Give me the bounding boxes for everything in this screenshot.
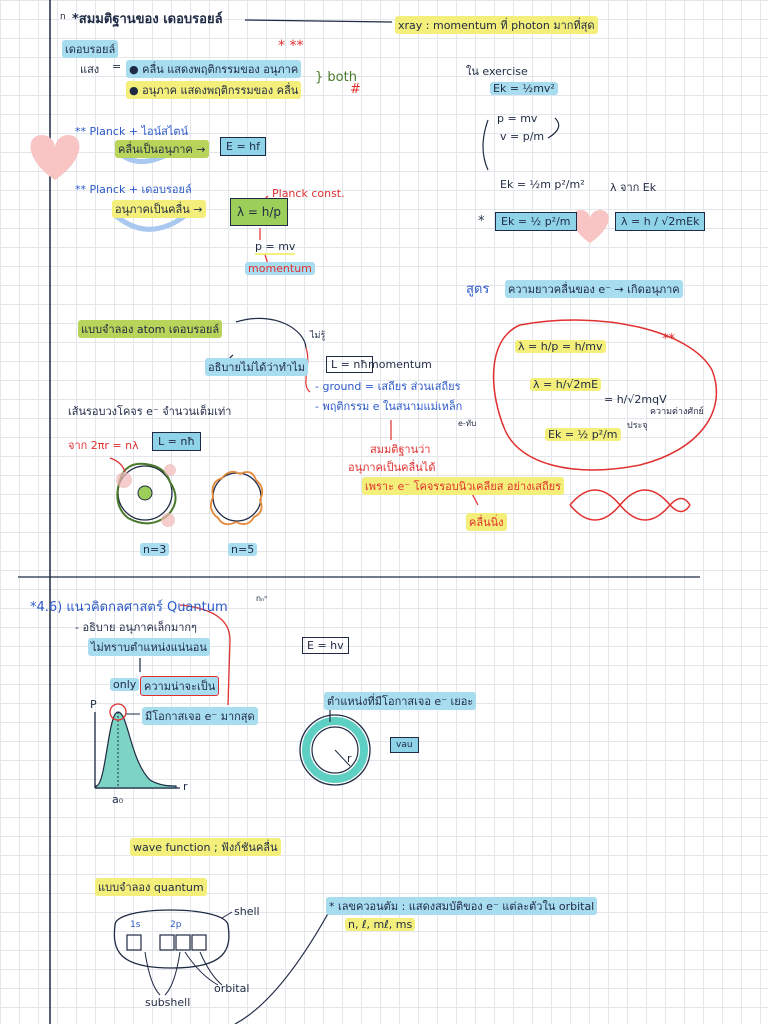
e-tub-note: e-ทับ	[458, 419, 477, 428]
subshell-2p-label: 2p	[170, 920, 182, 930]
conclusion-2: อนุภาคเป็นคลื่นได้	[348, 461, 436, 474]
n3-label: n=3	[140, 543, 170, 556]
momentum-label: momentum	[245, 262, 315, 275]
both-label: } both	[315, 70, 357, 85]
subshell-1s-label: 1s	[130, 920, 141, 930]
atom-explain: อธิบายไม่ได้ว่าทำไม	[205, 358, 308, 376]
ek-derive: Ek = ½m p²/m²	[500, 178, 585, 191]
orbit-diagram-n3	[116, 462, 177, 527]
derive-arrow	[482, 119, 489, 171]
p-mv-label: p = mv	[255, 240, 296, 255]
blob-stars: **	[662, 332, 675, 347]
particle-as-wave: อนุภาคเป็นคลื่น →	[112, 200, 206, 218]
section2-tiny: nₙⁿ	[256, 594, 268, 603]
tar-n: จาก 2πr = nλ	[68, 439, 139, 452]
atom-model-title: แบบจำลอง atom เดอบรอยล์	[78, 320, 223, 338]
blob-potential-label: ความต่างศักย์	[650, 407, 704, 417]
shell-label: shell	[234, 905, 260, 918]
atom-note-top: ไม่รู้	[310, 331, 326, 341]
ek-result-box: Ek = ½ p²/m	[495, 212, 577, 231]
quantum-model-diagram	[113, 909, 233, 996]
quantum-explain-1: - อธิบาย อนุภาคเล็กมากๆ	[75, 621, 197, 634]
heart-icon	[30, 135, 80, 180]
page-title: *สมมติฐานของ เดอบรอยล์	[72, 12, 223, 27]
ek-formula: Ek = ½mv²	[490, 82, 558, 95]
blob-formula-1: λ = h/p = h/mv	[515, 340, 606, 353]
section2-title: *4.6) แนวคิดกลศาสตร์ Quantum	[30, 600, 228, 615]
title-prefix: n	[60, 12, 66, 22]
wave-function-label: wave function ; ฟังก์ชันคลื่น	[130, 838, 281, 856]
formula-label: สูตร	[466, 282, 490, 297]
exercise-star: *	[478, 214, 485, 229]
equal-sign: =	[112, 60, 122, 73]
probability-label: ความน่าจะเป็น	[140, 676, 220, 696]
l-nh-result-box: L = nħ	[152, 432, 201, 451]
quantum-number-vars: n, ℓ, mℓ, ms	[345, 918, 416, 931]
probability-graph	[94, 703, 180, 789]
blob-formula-2b: = h/√2mqV	[604, 393, 667, 406]
lambda-hp-box: λ = h/p	[230, 198, 289, 226]
hash-mark: #	[350, 82, 361, 97]
ring-radius-label: r	[347, 752, 352, 765]
orbital-ring-diagram	[299, 705, 371, 786]
conclusion-1: สมมติฐานว่า	[370, 443, 431, 456]
particle-line: ● อนุภาค แสดงพฤติกรรมของ คลื่น	[126, 81, 302, 99]
heart-icon	[572, 210, 609, 243]
orbit-title: เส้นรอบวงโคจร e⁻ จำนวนเต็มเท่า	[68, 405, 232, 418]
planck-debroglie: ** Planck + เดอบรอยล์	[75, 183, 192, 196]
subshell-label: subshell	[145, 996, 191, 1009]
orbit-diagram-n5	[209, 470, 264, 526]
planck-const-label: Planck const.	[272, 187, 345, 200]
r-axis-label: r	[183, 780, 188, 793]
p-axis-label: P	[90, 698, 97, 711]
standing-wave	[569, 489, 691, 521]
l-nh-box: L = nħ	[326, 356, 373, 373]
blob-formula-3: Ek = ½ p²/m	[545, 428, 621, 441]
v-formula: v = p/m	[500, 130, 545, 143]
orbital-label: orbital	[214, 982, 250, 995]
blob-charge-label: ประจุ	[627, 421, 648, 431]
quantum-explain-2: ไม่ทราบตำแหน่งแน่นอน	[88, 638, 210, 656]
behave-line: - พฤติกรรม e ในสนามแม่เหล็ก	[315, 400, 463, 413]
xray-note: xray : momentum ที่ photon มากที่สุด	[395, 16, 598, 34]
wave-as-particle: คลื่นเป็นอนุภาค →	[115, 140, 209, 158]
position-label: ตำแหน่งที่มีโอกาสเจอ e⁻ เยอะ	[324, 692, 477, 710]
ground-line: - ground = เสถียร ส่วนเสถียร	[315, 380, 461, 393]
vau-box: vau	[390, 737, 419, 753]
conclusion-3: เพราะ e⁻ โคจรรอบนิวเคลียส อย่างเสถียร	[362, 477, 564, 495]
only-label: only	[110, 678, 140, 691]
quantum-number-title: * เลขควอนตัม : แสดงสมบัติของ e⁻ แต่ละตัว…	[326, 897, 598, 915]
standing-wave-label: คลื่นนิ่ง	[466, 513, 507, 531]
peak-label: มีโอกาสเจอ e⁻ มากสุด	[142, 707, 258, 725]
p-formula: p = mv	[497, 112, 538, 125]
lambda-ek-box: λ = h / √2mEk	[615, 212, 706, 231]
from-ek-label: λ จาก Ek	[610, 181, 657, 194]
e-hv-box: E = hv	[302, 637, 349, 654]
wave-line: ● คลื่น แสดงพฤติกรรมของ อนุภาค	[126, 60, 302, 78]
formula-blob	[492, 319, 718, 471]
e-hf-box: E = hf	[220, 137, 267, 156]
formula-text: ความยาวคลื่นของ e⁻ → เกิดอนุภาค	[505, 280, 683, 298]
l-nh-note: momentum	[368, 358, 432, 371]
quantum-model-label: แบบจำลอง quantum	[95, 878, 207, 896]
blob-formula-2: λ = h/√2mE	[530, 378, 602, 391]
light-label: แสง	[80, 63, 100, 76]
n5-label: n=5	[228, 543, 258, 556]
debroglie-label: เดอบรอยล์	[62, 40, 119, 58]
red-stars: * **	[278, 38, 304, 54]
title-arrow	[244, 19, 393, 23]
a0-label: a₀	[112, 793, 124, 806]
planck-einstein: ** Planck + ไอน์สไตน์	[75, 125, 189, 138]
exercise-title: ใน exercise	[466, 65, 528, 78]
